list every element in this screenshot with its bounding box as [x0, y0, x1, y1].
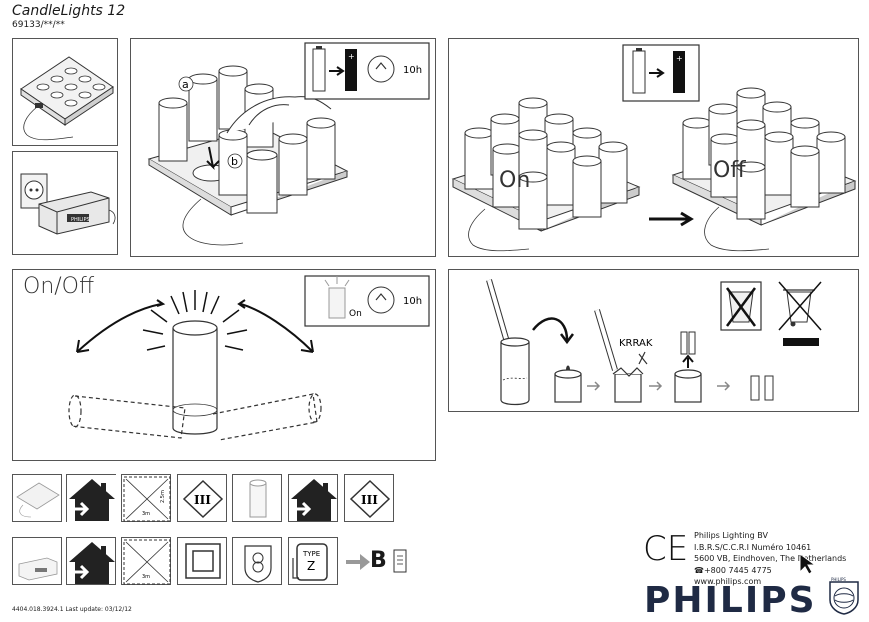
candle-tray-off: Off	[671, 87, 857, 252]
company-info: Philips Lighting BV I.B.R.S/C.C.R.I Numé…	[694, 530, 846, 588]
b-arrow-group: B	[344, 546, 414, 578]
candle-thumbnail	[232, 474, 282, 522]
philips-shield-icon: PHILIPS	[829, 577, 859, 615]
on-off-state-drawing: On Off	[451, 44, 857, 252]
svg-text:III: III	[194, 493, 211, 507]
ce-mark: CE	[643, 529, 689, 569]
class-three-icon: III	[177, 474, 227, 522]
adapter-drawing: PHILIPS	[20, 173, 116, 235]
type-label: TYPE	[302, 550, 320, 558]
adapter-illustration: PHILIPS	[12, 151, 118, 255]
weee-bin-icon	[778, 281, 822, 346]
product-title: CandleLights 12	[12, 3, 126, 19]
svg-text:3m: 3m	[142, 574, 150, 580]
cursor-icon	[799, 553, 817, 575]
tray-illustration	[12, 38, 118, 146]
on-off-tilt-panel: On/Off On 10h	[12, 269, 436, 461]
krrak-label: KRRAK	[619, 338, 653, 349]
label-on: On	[499, 168, 530, 193]
product-code: 69133/**/**	[12, 20, 65, 30]
company-address: 5600 VB, Eindhoven, The Netherlands	[694, 554, 847, 563]
insert-timer-label: 10h	[403, 65, 422, 76]
type-letter: Z	[307, 559, 315, 573]
svg-text:+: +	[348, 52, 355, 61]
tray-drawing	[20, 56, 114, 141]
label-b: b	[231, 155, 238, 168]
distance-icon: 2.5m 3m	[121, 474, 171, 522]
insert-candle-panel: a b + 10h	[130, 38, 436, 257]
transition-arrow	[649, 211, 694, 227]
philips-logo: PHILIPS	[644, 580, 817, 621]
disposal-drawing: KRRAK	[486, 279, 822, 406]
label-off: Off	[713, 158, 746, 183]
on-off-state-panel: On Off	[448, 38, 859, 257]
company-reg: I.B.R.S/C.C.R.I Numéro 10461	[694, 542, 812, 552]
tilt-on-label: On	[349, 309, 362, 319]
adapter-logo: PHILIPS	[71, 217, 90, 223]
company-web: www.philips.com	[694, 577, 762, 586]
svg-text:III: III	[361, 493, 378, 507]
on-off-title: On/Off	[23, 274, 95, 299]
svg-text:2.5m: 2.5m	[160, 490, 166, 503]
adapter-thumbnail	[12, 537, 62, 585]
tray-thumbnail	[12, 474, 62, 522]
company-phone: ☎+800 7445 4775	[694, 565, 772, 575]
indoor-use-icon-2	[288, 474, 338, 522]
double-insulation-icon	[177, 537, 227, 585]
tilt-drawing: On 10h	[68, 275, 430, 441]
svg-text:+: +	[676, 54, 683, 63]
indoor-use-icon-3	[66, 537, 116, 585]
indoor-use-icon	[66, 474, 117, 523]
shield-text: PHILIPS	[831, 577, 846, 582]
class-three-icon-2: III	[344, 474, 394, 522]
b-label: B	[370, 548, 387, 573]
svg-text:3m: 3m	[142, 511, 150, 517]
label-a: a	[182, 78, 189, 91]
manual-book-icon	[393, 549, 407, 573]
distance-icon-2: 3m	[121, 537, 171, 585]
disposal-panel: KRRAK	[448, 269, 859, 412]
footer-text: 4404.018.3924.1 Last update: 03/12/12	[12, 606, 132, 613]
insert-candle-drawing: a b + 10h	[147, 42, 430, 246]
tilt-timer-label: 10h	[403, 296, 422, 307]
candle-tray-on: On	[451, 97, 641, 252]
company-name: Philips Lighting BV	[694, 531, 768, 540]
safety-transformer-icon	[232, 537, 282, 585]
